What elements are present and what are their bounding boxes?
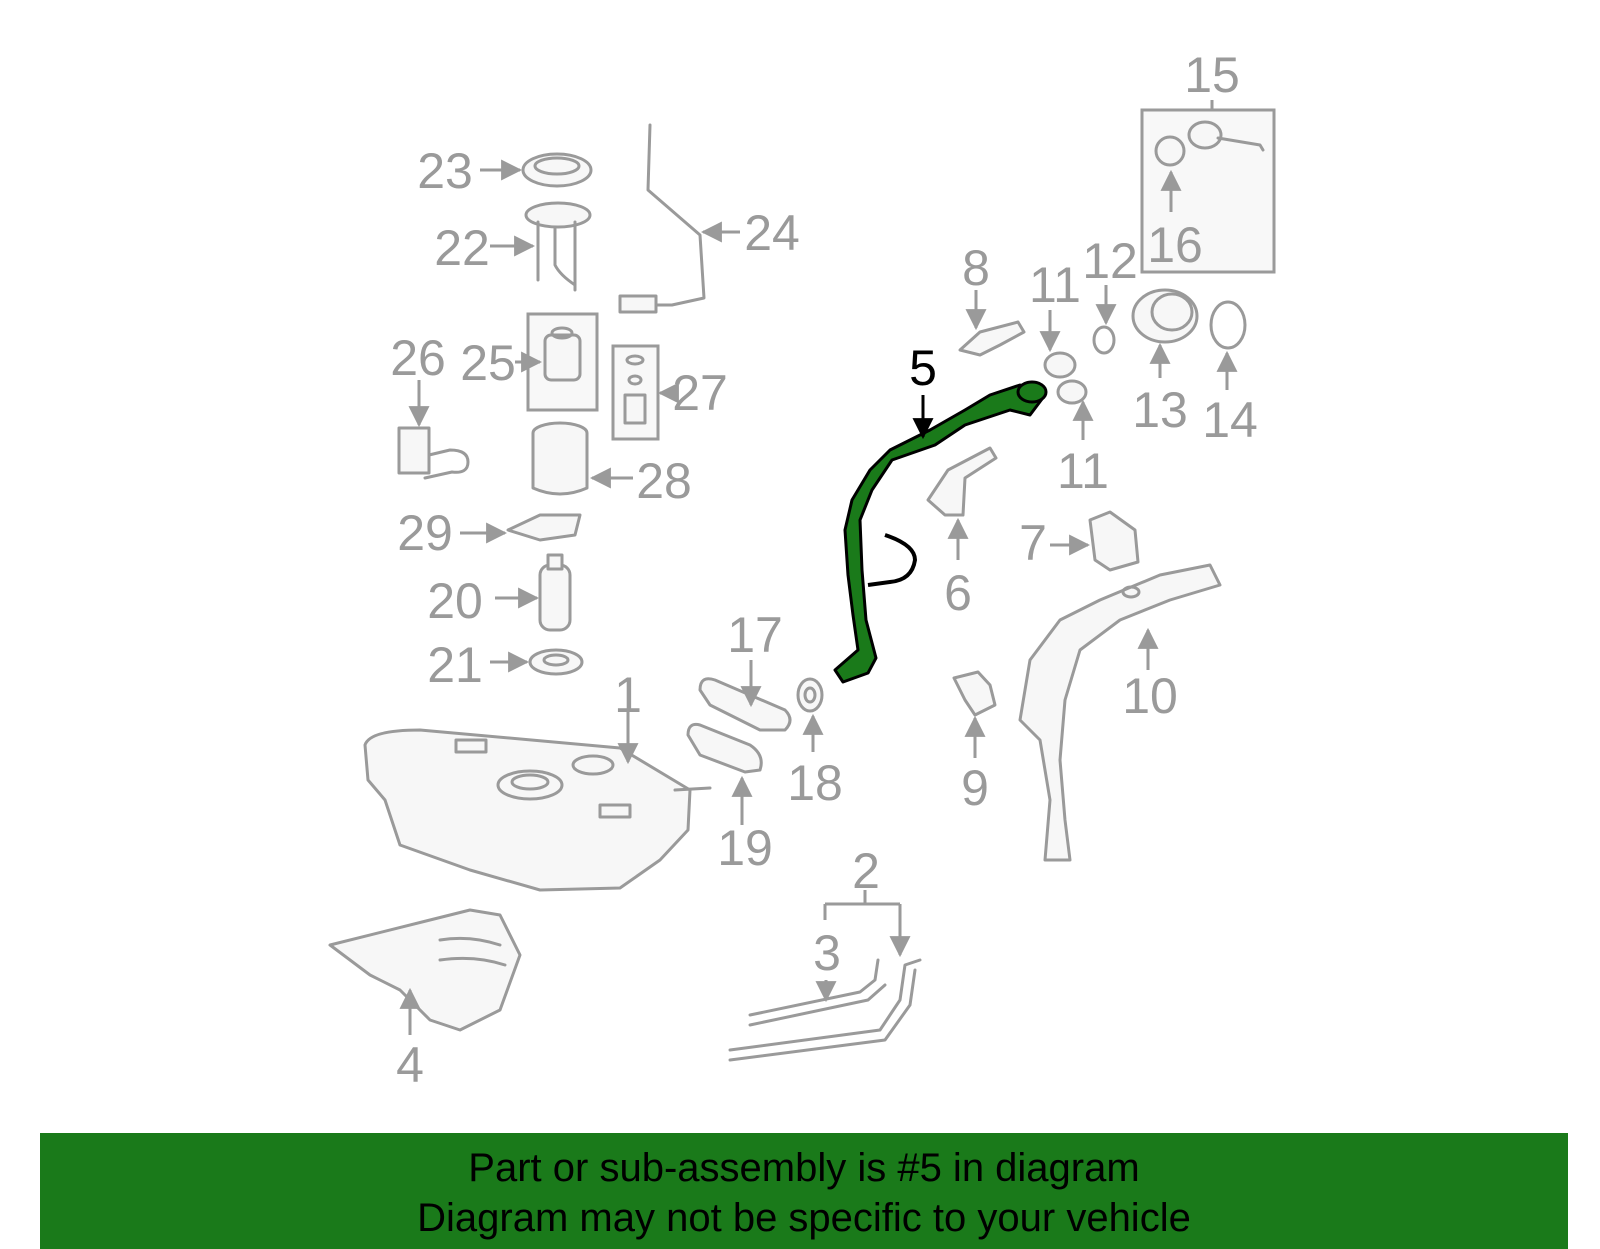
part-21-gasket xyxy=(490,648,584,676)
part-12-o-ring xyxy=(1092,285,1117,355)
label-2: 2 xyxy=(852,843,880,899)
label-29: 29 xyxy=(397,505,453,561)
label-28: 28 xyxy=(636,453,692,509)
part-23-lock-ring xyxy=(480,152,593,188)
label-6: 6 xyxy=(944,565,972,621)
part-8-bracket xyxy=(958,290,1026,357)
part-6-bracket xyxy=(926,446,998,560)
part-26-sender xyxy=(397,380,470,480)
label-11-bottom: 11 xyxy=(1057,443,1109,499)
label-24: 24 xyxy=(744,205,800,261)
label-16: 16 xyxy=(1147,217,1203,273)
callout-labels: 1 2 3 4 5 6 7 8 9 10 11 11 12 13 14 15 1… xyxy=(390,47,1258,1093)
label-17: 17 xyxy=(727,607,783,663)
part-4-heat-shield xyxy=(328,908,522,1035)
label-25: 25 xyxy=(460,335,516,391)
part-22-pump-bracket xyxy=(490,201,592,292)
label-27: 27 xyxy=(672,365,728,421)
part-24-fuel-line xyxy=(618,123,740,314)
part-1-fuel-tank xyxy=(363,712,712,892)
label-26: 26 xyxy=(390,330,446,386)
part-11-grommets xyxy=(1039,310,1094,440)
label-9: 9 xyxy=(961,760,989,816)
label-19: 19 xyxy=(717,820,773,876)
part-15-cap-box xyxy=(1140,100,1276,274)
banner-line-2: Diagram may not be specific to your vehi… xyxy=(417,1196,1191,1240)
label-10: 10 xyxy=(1122,668,1178,724)
label-4: 4 xyxy=(396,1037,424,1093)
info-banner: Part or sub-assembly is #5 in diagram Di… xyxy=(40,1133,1568,1249)
part-27-regulator-box xyxy=(611,344,679,441)
label-21: 21 xyxy=(427,637,483,693)
part-7-bracket xyxy=(1050,510,1140,572)
label-14: 14 xyxy=(1202,392,1258,448)
part-9-clip xyxy=(952,670,997,758)
part-13-filler-housing xyxy=(1131,288,1199,378)
label-8: 8 xyxy=(962,240,990,296)
label-3: 3 xyxy=(813,925,841,981)
label-20: 20 xyxy=(427,573,483,629)
label-23: 23 xyxy=(417,143,473,199)
part-29-strainer xyxy=(460,513,582,544)
part-19-hose xyxy=(686,723,763,825)
part-5-filler-pipe xyxy=(833,380,1048,684)
label-18: 18 xyxy=(787,755,843,811)
label-15: 15 xyxy=(1184,47,1240,103)
banner-line-1: Part or sub-assembly is #5 in diagram xyxy=(468,1146,1140,1190)
label-13: 13 xyxy=(1132,382,1188,438)
label-7: 7 xyxy=(1019,515,1047,571)
part-18-clamp xyxy=(796,677,824,752)
part-2-3-tank-straps xyxy=(728,890,922,1062)
part-25-filter-box xyxy=(515,312,599,412)
label-22: 22 xyxy=(434,220,490,276)
part-14-seal xyxy=(1209,300,1247,390)
label-12: 12 xyxy=(1082,233,1138,289)
part-17-hose xyxy=(698,660,792,732)
part-20-fuel-pump xyxy=(495,553,572,632)
part-28-canister xyxy=(531,421,633,496)
label-11-top: 11 xyxy=(1029,257,1081,313)
label-5: 5 xyxy=(909,340,937,396)
label-1: 1 xyxy=(614,667,642,723)
part-10-splash-shield xyxy=(1018,563,1222,862)
